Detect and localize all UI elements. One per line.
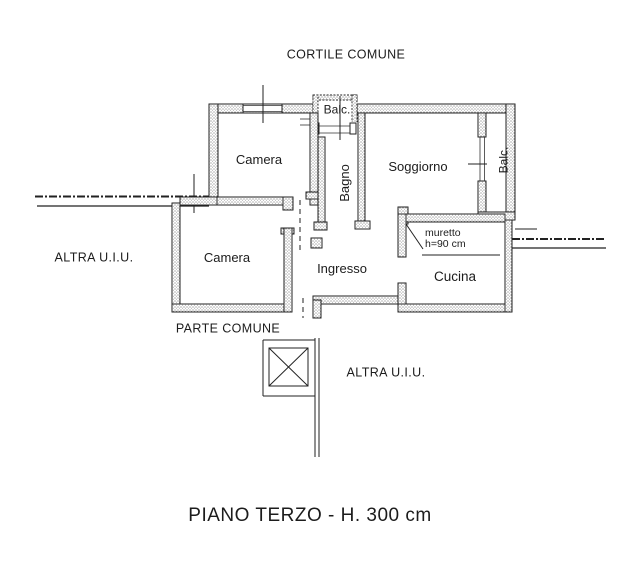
- label-bagno: Bagno: [337, 164, 353, 202]
- label-muretto-line1: muretto: [425, 227, 461, 239]
- elevator-shaft: [262, 338, 320, 457]
- ingresso-walls: [312, 295, 399, 319]
- label-soggiorno: Soggiorno: [388, 159, 448, 175]
- label-parte-comune: PARTE COMUNE: [175, 321, 281, 336]
- balcony-top: [300, 94, 358, 140]
- label-balcony-top: Balc.: [323, 102, 351, 117]
- label-camera-top: Camera: [235, 152, 283, 168]
- door-openings: [299, 191, 323, 318]
- label-ingresso: Ingresso: [317, 261, 367, 277]
- label-cucina: Cucina: [433, 268, 477, 284]
- label-muretto: muretto h=90 cm: [425, 227, 466, 251]
- label-altra-uiu-left: ALTRA U.I.U.: [54, 250, 134, 265]
- label-cortile-comune: CORTILE COMUNE: [286, 47, 406, 62]
- label-camera-bottom: Camera: [203, 250, 251, 266]
- camera-bottom-walls: [171, 196, 295, 313]
- label-balcony-right: Balc.: [496, 146, 511, 174]
- boundary-line-right: [512, 228, 606, 249]
- label-muretto-line2: h=90 cm: [425, 238, 466, 251]
- floor-title: PIANO TERZO - H. 300 cm: [188, 505, 432, 527]
- label-altra-uiu-right: ALTRA U.I.U.: [346, 365, 426, 380]
- muretto-annotation-lines: [405, 223, 500, 256]
- boundary-line-left: [35, 174, 209, 213]
- cucina-walls: [397, 206, 513, 313]
- bagno-walls: [309, 112, 371, 231]
